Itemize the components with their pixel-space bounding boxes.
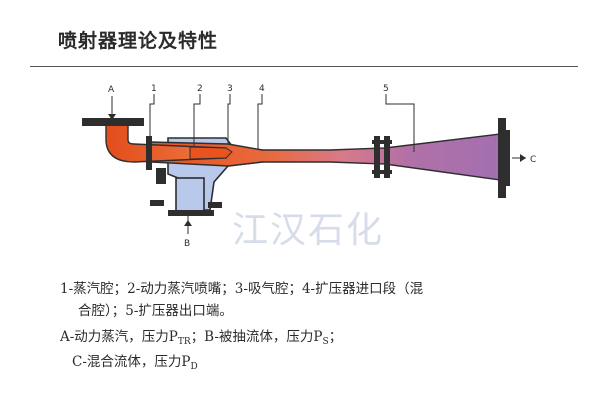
page-title: 喷射器理论及特性 — [58, 30, 219, 52]
callout-c: C — [530, 155, 536, 165]
flange-mid-1 — [374, 136, 380, 178]
flange-mid-2 — [384, 136, 390, 178]
watermark: 江汉石化 — [232, 210, 384, 251]
flange-b-bolt — [150, 200, 164, 206]
legend-c-sub: D — [190, 362, 198, 372]
flange-b-bolt-2 — [208, 202, 222, 208]
legend-line-1: 1-蒸汽腔；2-动力蒸汽喷嘴；3-吸气腔；4-扩压器进口段（混 — [60, 281, 424, 297]
callout-a: A — [108, 85, 115, 95]
legend-line-3-end: ； — [328, 329, 343, 345]
legend-a-sub: TR — [177, 337, 191, 347]
legend-line-2: 合腔）；5-扩压器出口端。 — [78, 303, 233, 319]
callout-1: 1 — [151, 84, 157, 94]
legend-a-label: A-动力蒸汽，压力P — [60, 329, 178, 345]
callout-4: 4 — [259, 84, 265, 94]
outlet-arrow-c — [520, 154, 526, 162]
flange-b — [168, 210, 214, 216]
callout-b: B — [184, 239, 190, 249]
inlet-arrow-b — [184, 220, 192, 226]
callout-5: 5 — [383, 84, 389, 94]
flange-c-face — [506, 130, 510, 186]
legend-line-3: A-动力蒸汽，压力PTR；B-被抽流体，压力PS； — [60, 329, 343, 347]
title-divider — [30, 66, 578, 67]
callout-2: 2 — [197, 84, 203, 94]
flange-a — [82, 118, 144, 126]
flange-mid-bolt-bot — [372, 170, 392, 174]
legend-line-4: C-混合流体，压力PD — [72, 354, 198, 372]
flange-body-left-2 — [156, 168, 166, 184]
legend-b-sub: S — [322, 337, 329, 347]
steam-nozzle — [189, 146, 233, 160]
legend-c-label: C-混合流体，压力P — [72, 354, 191, 370]
ejector-diagram: A 1 2 3 4 5 B C 江汉石化 — [82, 84, 536, 251]
flange-mid-bolt-top — [372, 140, 392, 144]
flange-c — [498, 118, 506, 198]
legend-b-label: ；B-被抽流体，压力P — [190, 329, 323, 345]
flange-body-left — [146, 136, 152, 170]
callout-3: 3 — [227, 84, 233, 94]
inlet-arrow-a — [108, 114, 116, 120]
